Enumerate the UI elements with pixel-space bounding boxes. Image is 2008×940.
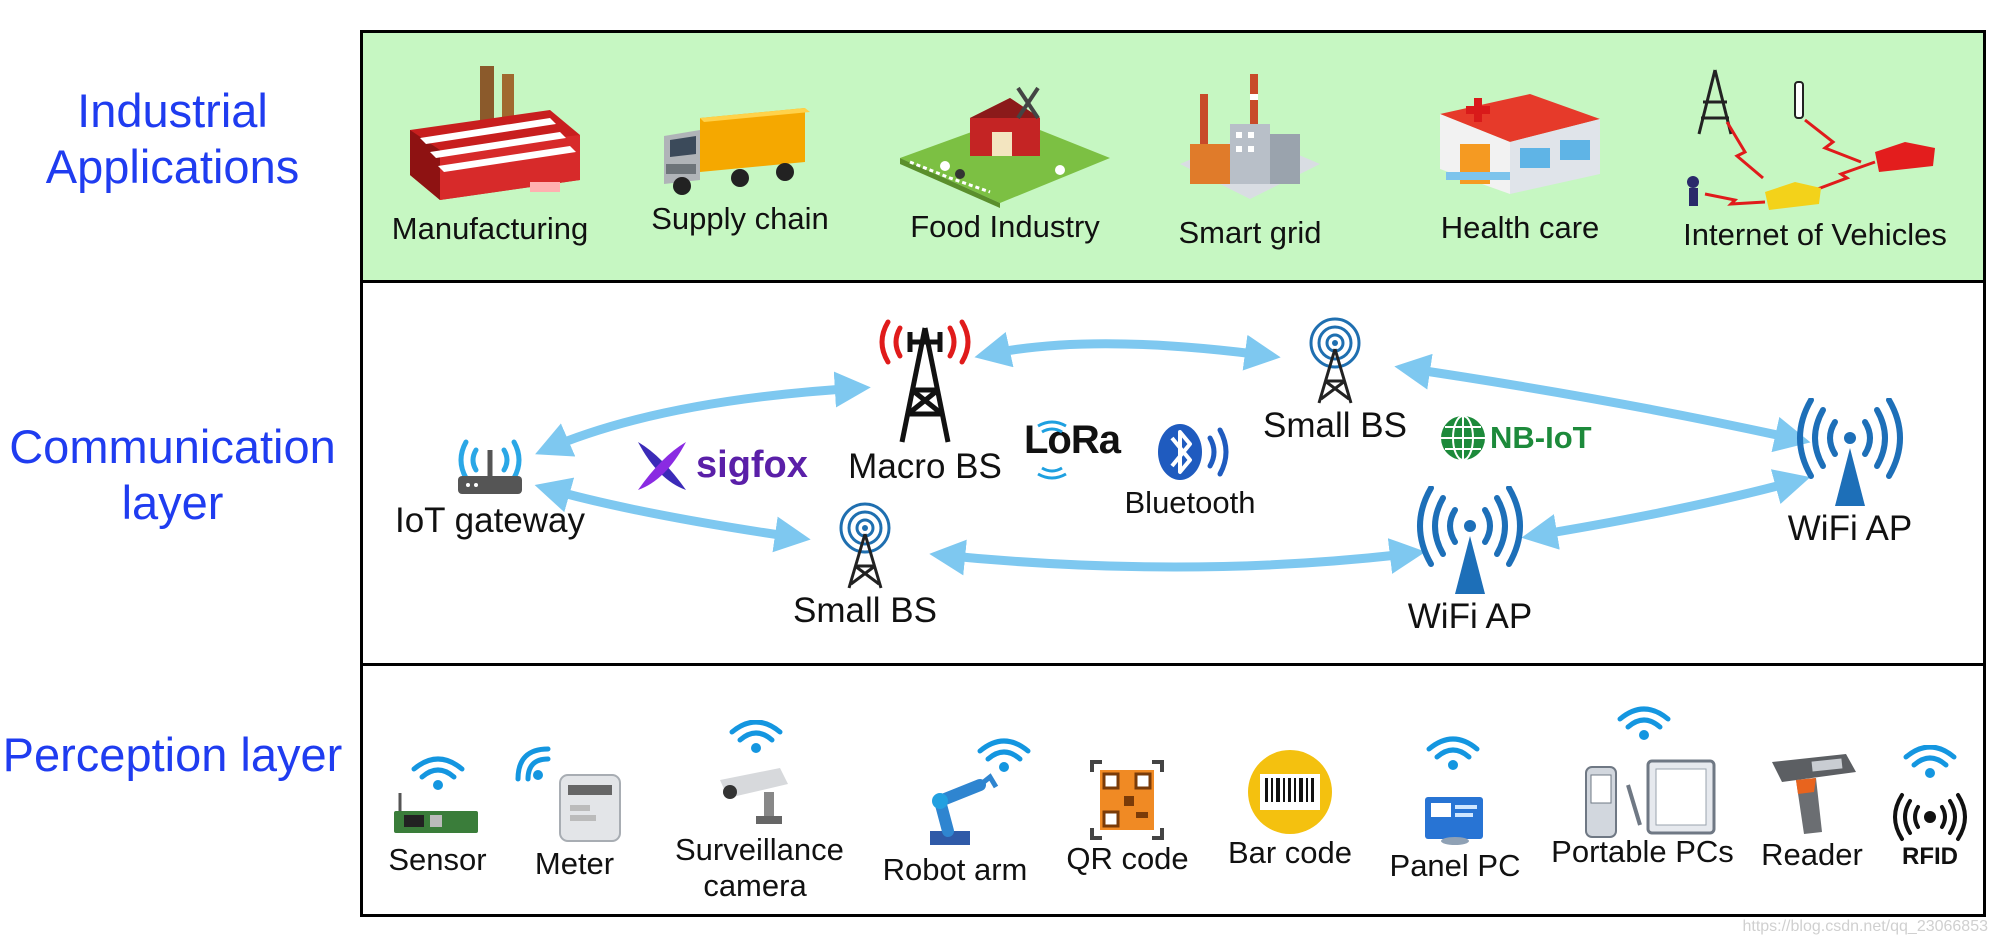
meter-icon [515,746,621,842]
panel-pc-icon [1425,736,1483,845]
portable-pc-icon [1585,706,1716,838]
sensor-icon [394,756,478,833]
factory-icon [410,66,580,200]
wifi-ap-icon [1797,398,1903,506]
nbiot-wordmark: NB-IoT [1490,420,1592,455]
camera-icon [720,720,788,824]
device-portable-pcs: Portable PCs [1540,705,1745,871]
link-gateway-small-bs [534,477,811,553]
node-iot-gateway: IoT gateway [380,430,600,542]
node-small-bs-bottom-label: Small BS [793,591,937,630]
device-panel-pc: Panel PC [1385,735,1525,885]
power-plant-icon [1180,74,1320,199]
node-bluetooth: Bluetooth [1110,420,1270,522]
app-manufacturing-label: Manufacturing [391,211,589,246]
device-reader-label: Reader [1761,837,1863,872]
link-gateway-macro-bs [535,371,871,457]
device-portable-pcs-label: Portable PCs [1551,834,1734,869]
node-macro-bs-label: Macro BS [848,447,1002,486]
device-reader: Reader [1752,752,1872,874]
rfid-icon [1893,745,1967,841]
node-small-bs-top-label: Small BS [1263,406,1407,445]
watermark: https://blog.csdn.net/qq_23066853 [1742,918,1988,935]
app-smart-grid: Smart grid [1160,64,1340,252]
node-wifi-ap-bottom: WiFi AP [1375,486,1565,638]
macro-tower-icon [879,319,971,443]
device-panel-pc-label: Panel PC [1389,848,1521,883]
vehicle-network-icon [1687,69,1935,210]
app-supply-chain: Supply chain [640,100,840,238]
device-robot-arm-label: Robot arm [882,852,1028,887]
app-manufacturing: Manufacturing [380,60,600,248]
app-health-care: Health care [1420,74,1620,247]
hospital-icon [1440,94,1600,194]
node-small-bs-top: Small BS [1245,315,1425,447]
communication-links [534,332,1811,576]
node-wifi-ap-bottom-label: WiFi AP [1407,597,1533,636]
node-wifi-ap-right: WiFi AP [1755,398,1945,550]
small-bs-icon [1309,317,1361,404]
node-iot-gateway-label: IoT gateway [394,501,586,540]
app-supply-chain-label: Supply chain [651,201,829,236]
link-small-bs-small-bs [929,538,1426,576]
device-surveillance-camera-label: Surveillance camera [675,832,844,903]
app-food-industry: Food Industry [890,78,1120,246]
device-bar-code: Bar code [1215,750,1365,872]
lora-logo: LoRa [1024,418,1144,482]
link-small-bs-wifi-ap [1394,353,1811,453]
node-wifi-ap-right-label: WiFi AP [1787,509,1913,548]
link-wifi-ap-wifi-ap [1521,469,1811,550]
device-rfid: RFID [1885,745,1975,871]
qr-code-icon [1090,760,1164,840]
bluetooth-icon [1158,424,1229,480]
device-qr-code: QR code [1060,760,1195,878]
device-robot-arm: Robot arm [870,735,1040,889]
node-macro-bs: Macro BS [830,318,1020,488]
device-bar-code-label: Bar code [1227,835,1353,870]
small-bs-icon [839,502,891,589]
sigfox-mark-icon [638,442,686,490]
wifi-ap-icon [1417,486,1523,594]
label-perception-layer: Perception layer [2,728,343,781]
nbiot-logo: NB-IoT [1438,410,1598,466]
robot-arm-icon [930,738,1031,845]
app-smart-grid-label: Smart grid [1178,215,1322,250]
device-rfid-label: RFID [1902,843,1958,870]
lora-waves-icon [1037,420,1067,480]
device-surveillance-camera: Surveillance camera [660,720,850,904]
link-macro-bs-small-bs [974,332,1281,371]
label-communication-layer: Communication layer [9,420,336,529]
node-small-bs-bottom: Small BS [775,500,955,632]
router-icon [458,439,522,494]
reader-icon [1772,754,1856,834]
app-food-industry-label: Food Industry [910,209,1100,244]
truck-icon [664,108,810,195]
device-meter-label: Meter [534,846,615,881]
device-qr-code-label: QR code [1066,841,1189,876]
node-bluetooth-label: Bluetooth [1124,485,1256,520]
barcode-icon [1248,750,1332,834]
label-industrial-applications: Industrial Applications [45,84,300,193]
sigfox-wordmark: sigfox [696,444,808,486]
device-sensor-label: Sensor [388,842,487,877]
app-internet-of-vehicles-label: Internet of Vehicles [1683,217,1947,252]
app-internet-of-vehicles: Internet of Vehicles [1665,62,1965,254]
app-health-care-label: Health care [1440,210,1600,245]
globe-icon [1441,415,1485,461]
device-meter: Meter [512,745,637,883]
farm-icon [900,86,1110,208]
sigfox-logo: sigfox [632,436,812,496]
device-sensor: Sensor [380,755,495,879]
